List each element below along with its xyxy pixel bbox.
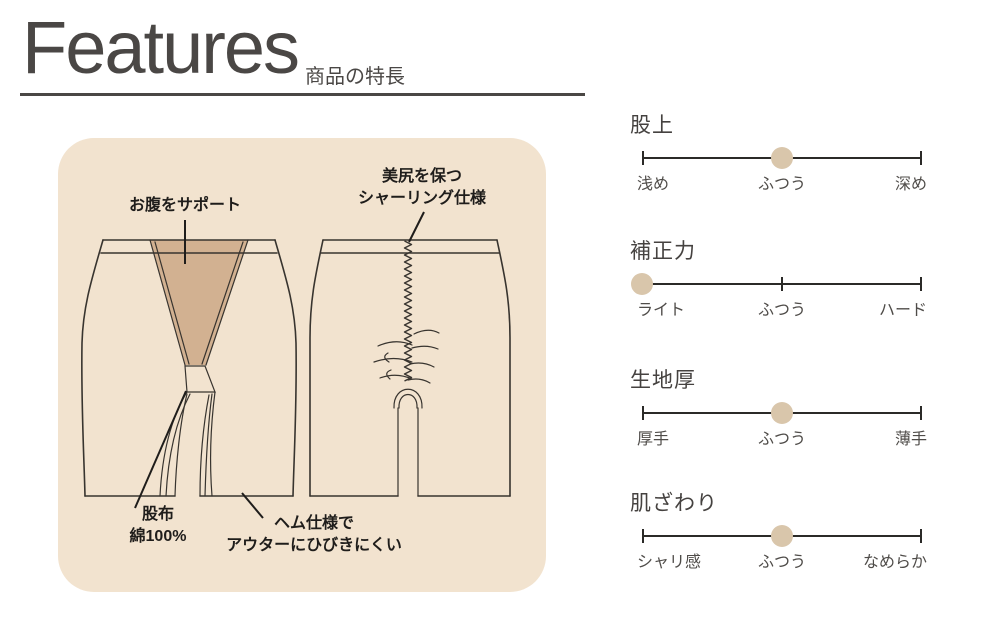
scale-title: 肌ざわり	[630, 492, 718, 515]
product-diagram-card: お腹をサポート 美尻を保つ シャーリング仕様 股布 綿100% ヘム仕様で アウ…	[58, 138, 546, 592]
scale-group-thickness: 生地厚 厚手 ふつう 薄手	[630, 367, 930, 463]
scale-track	[642, 147, 922, 169]
crotch-fabric-label: 股布 綿100%	[129, 506, 187, 545]
scale-label-right: 深め	[894, 176, 927, 193]
tick-right	[920, 529, 922, 543]
tick-left	[642, 529, 644, 543]
scale-label-center: ふつう	[757, 554, 807, 571]
gather-marks	[373, 329, 440, 384]
scale-track	[631, 273, 922, 295]
scale-group-rise: 股上 浅め ふつう 深め	[630, 112, 930, 208]
scale-title: 補正力	[630, 240, 696, 263]
scale-dot	[771, 525, 793, 547]
scale-label-left: シャリ感	[637, 554, 702, 571]
scale-dot	[771, 147, 793, 169]
scale-group-texture: 肌ざわり シャリ感 ふつう なめらか	[630, 490, 930, 586]
header-underline	[20, 93, 585, 96]
tick-center	[781, 277, 783, 291]
scale-label-center: ふつう	[757, 302, 807, 319]
scale-label-right: 薄手	[894, 431, 927, 448]
scale-title: 生地厚	[630, 369, 696, 392]
garment-sketch-illustration	[81, 211, 511, 519]
crotch-leader-line	[134, 390, 187, 509]
hem-leader-line	[241, 492, 264, 519]
page-title: Features	[22, 6, 300, 89]
scale-track	[642, 402, 922, 424]
scale-dot	[771, 402, 793, 424]
tick-right	[920, 277, 922, 291]
scale-label-left: ライト	[637, 302, 686, 319]
scale-group-support: 補正力 ライト ふつう ハード	[630, 238, 930, 334]
hem-spec-label: ヘム仕様で アウターにひびきにくい	[226, 515, 402, 554]
garment-back-view	[309, 239, 511, 497]
scale-label-left: 厚手	[637, 431, 670, 448]
tick-right	[920, 406, 922, 420]
hip-leader-line	[408, 211, 425, 243]
scale-label-left: 浅め	[637, 176, 670, 193]
scale-label-center: ふつう	[757, 431, 807, 448]
scale-dot	[631, 273, 653, 295]
scale-track	[642, 525, 922, 547]
shirring-label: 美尻を保つ シャーリング仕様	[357, 168, 487, 207]
page-subtitle: 商品の特長	[305, 66, 405, 88]
belly-support-label: お腹をサポート	[128, 197, 242, 214]
tick-left	[642, 151, 644, 165]
garment-front-view	[81, 239, 297, 497]
tick-left	[642, 406, 644, 420]
scale-title: 股上	[630, 114, 674, 137]
shirring-zigzag	[403, 240, 413, 382]
leader-lines	[134, 211, 425, 519]
page-header: Features 商品の特長	[20, 0, 585, 96]
belly-support-panel	[150, 240, 248, 365]
scale-label-right: なめらか	[862, 554, 927, 571]
scale-label-right: ハード	[878, 302, 927, 319]
tick-right	[920, 151, 922, 165]
scale-label-center: ふつう	[757, 176, 807, 193]
